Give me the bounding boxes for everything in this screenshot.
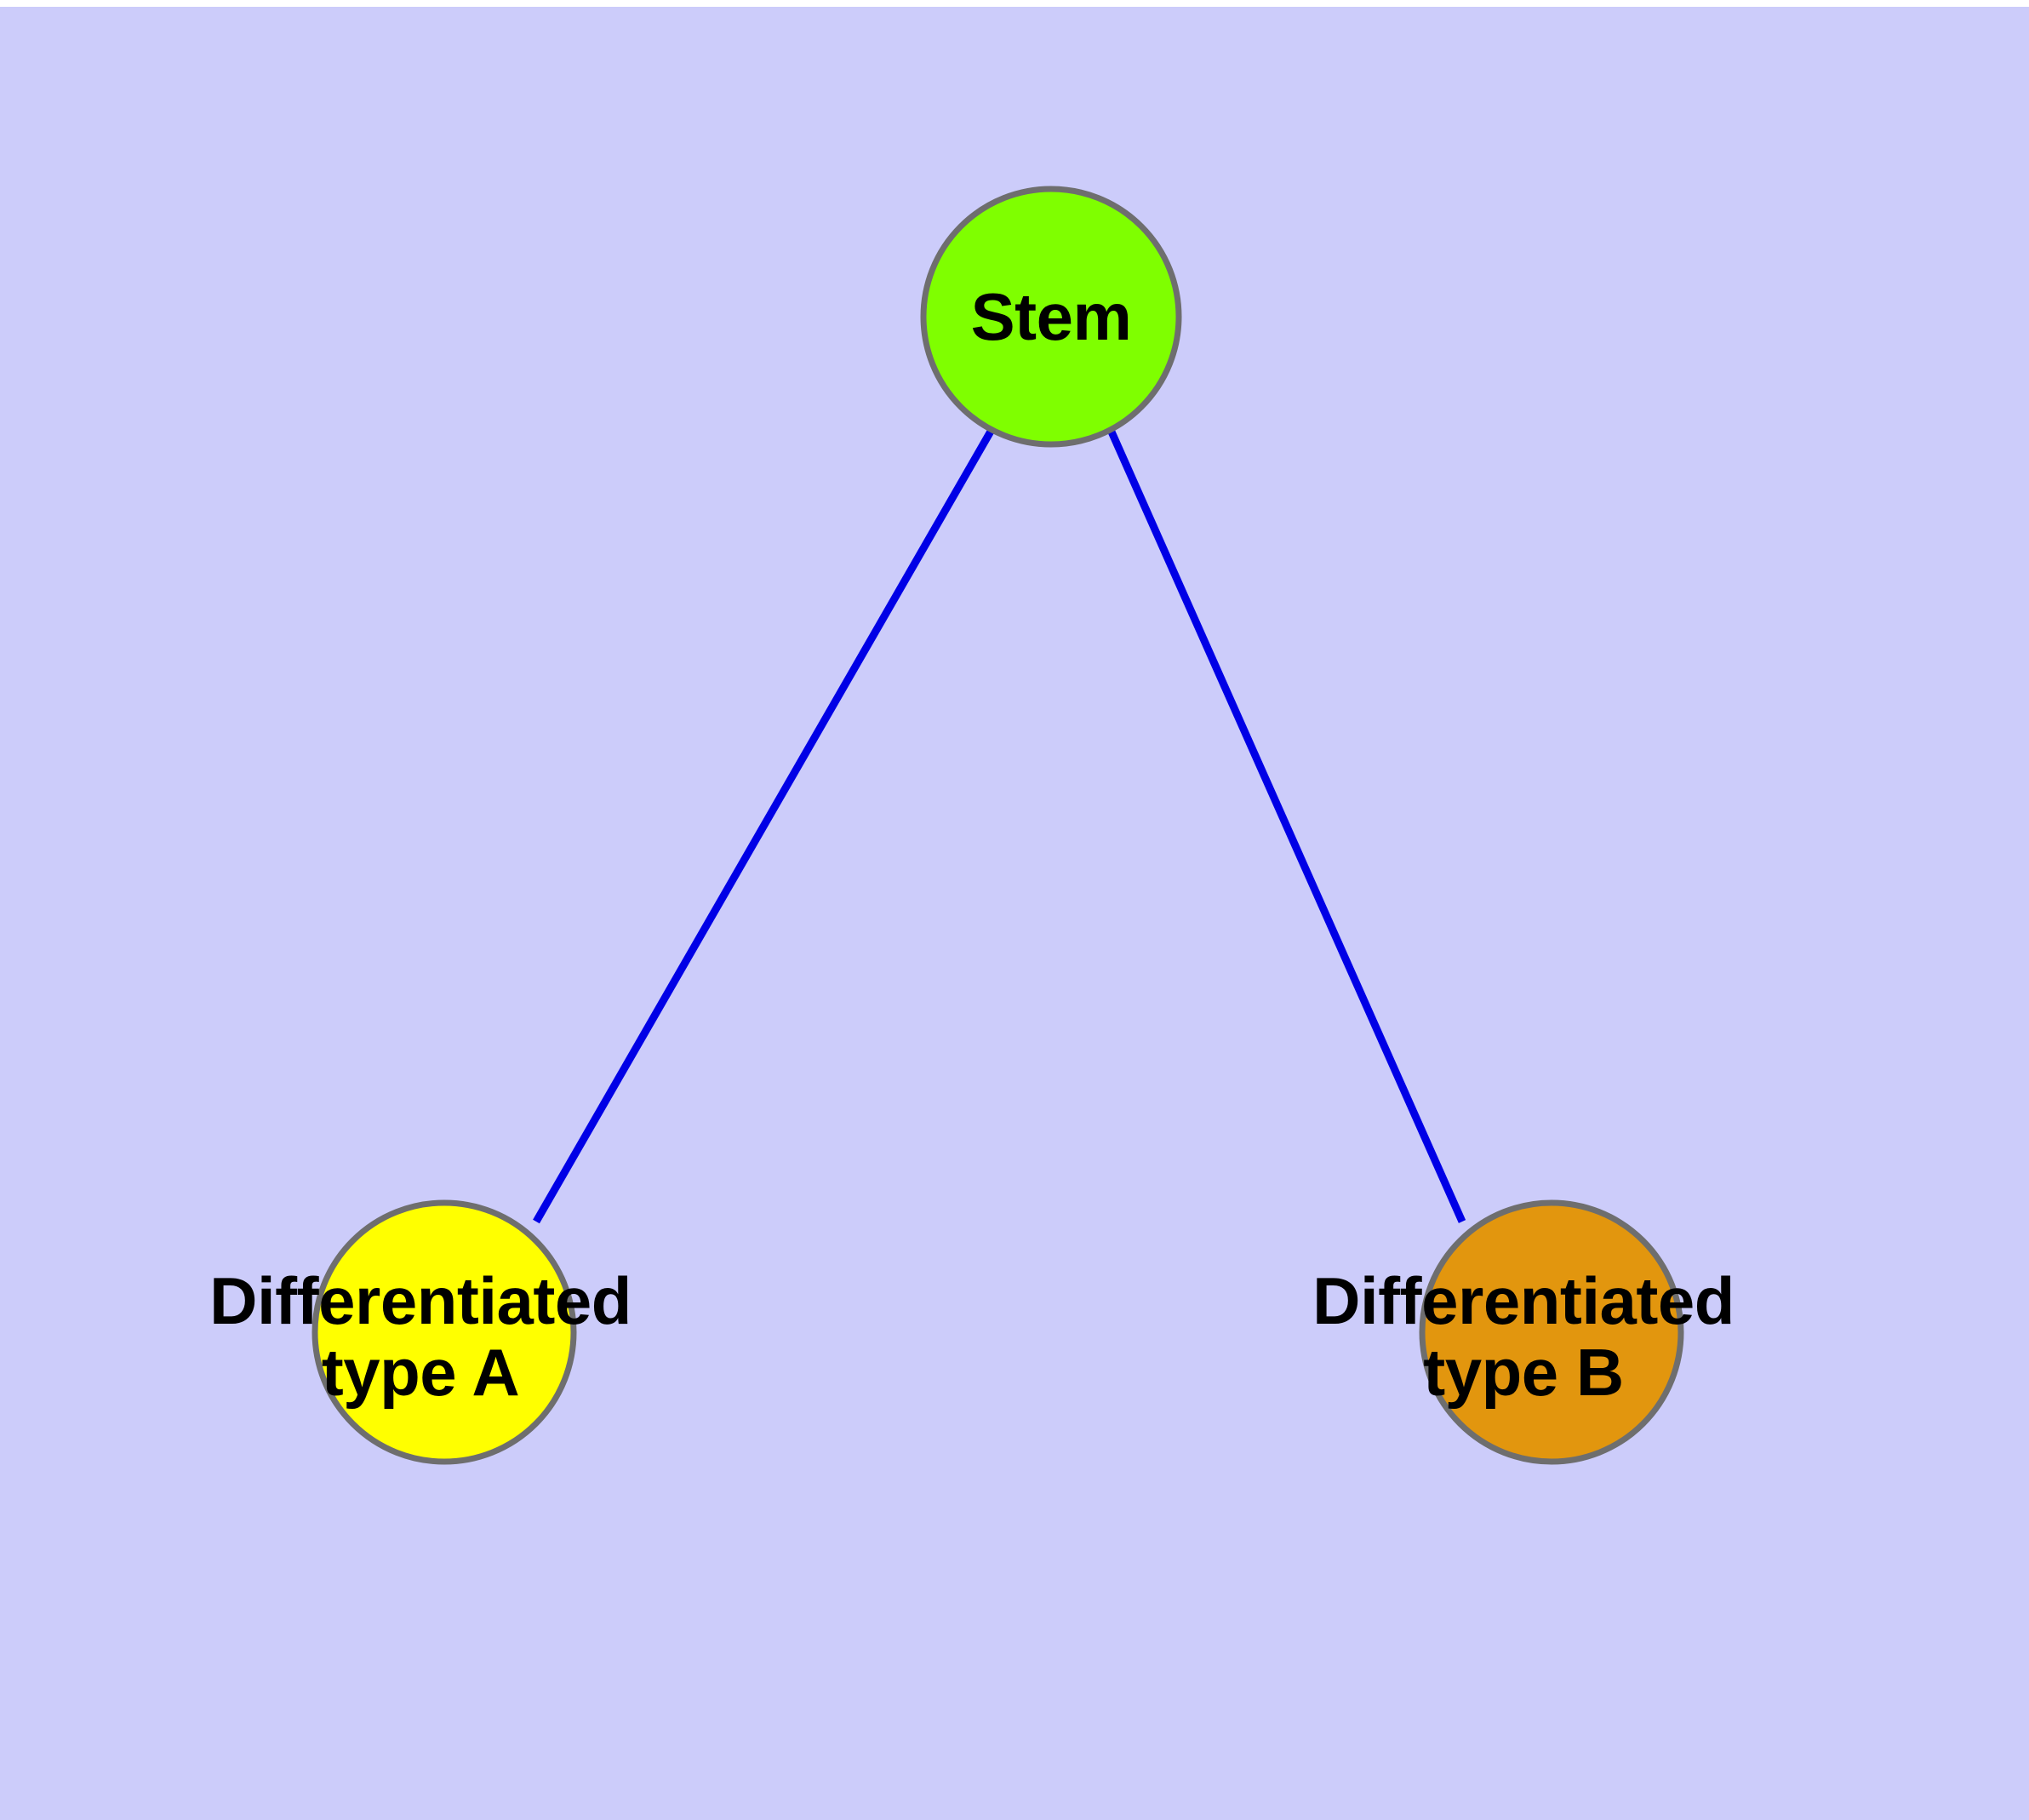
edge-stem-diff-b[interactable] [1106, 428, 1466, 1223]
nodes-layer [311, 186, 1684, 1465]
node-circle-stem[interactable] [920, 186, 1182, 448]
node-circle-diff-b[interactable] [1419, 1199, 1684, 1465]
edges-layer [533, 427, 1466, 1224]
edge-stem-diff-a[interactable] [533, 427, 995, 1224]
node-circle-diff-a[interactable] [311, 1199, 577, 1465]
